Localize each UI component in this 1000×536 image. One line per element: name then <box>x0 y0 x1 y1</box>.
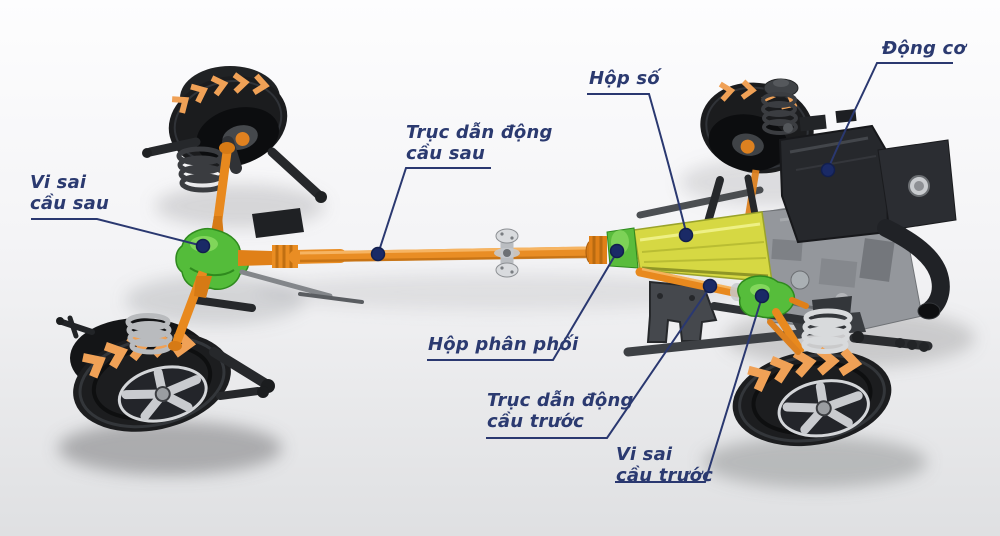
gearbox-part <box>633 211 773 283</box>
driveshaft-coupling <box>589 236 607 264</box>
label-dot-front-differential <box>754 288 770 304</box>
coil-spring-rear-lower <box>125 313 173 355</box>
leader-line-engine <box>828 62 953 168</box>
front-strut-lower <box>767 296 933 355</box>
label-rear-differential: Vi sai cầu sau <box>30 172 109 214</box>
alloy-rim <box>117 365 209 423</box>
leader-lines <box>31 62 953 483</box>
coil-spring-front-upper <box>761 78 799 135</box>
leader-line-front-differential <box>615 296 763 483</box>
front-wheel-lower <box>732 339 892 447</box>
leader-line-front-driveshaft <box>486 286 711 439</box>
label-dot-transfer-case <box>609 243 625 259</box>
rear-driveshaft-part <box>289 240 597 264</box>
label-transfer-case: Hộp phân phối <box>428 334 579 355</box>
label-gearbox: Hộp số <box>589 68 660 89</box>
label-engine: Động cơ <box>882 38 966 59</box>
label-front-differential: Vi sai cầu trước <box>616 444 714 486</box>
label-dot-front-driveshaft <box>702 278 718 294</box>
label-dot-gearbox <box>678 227 694 243</box>
leader-line-rear-driveshaft <box>377 167 491 255</box>
label-dots <box>195 162 836 304</box>
universal-joint <box>494 228 520 278</box>
alloy-rim <box>777 379 871 438</box>
rear-suspension-arms-lower <box>56 296 275 400</box>
leader-line-rear-differential <box>31 218 204 247</box>
rear-output-coupling <box>238 245 298 268</box>
leader-line-gearbox <box>587 93 687 233</box>
leader-line-transfer-case <box>427 251 618 361</box>
intake-hose <box>877 219 950 319</box>
label-dot-rear-differential <box>195 238 211 254</box>
rear-halfshaft-lower <box>168 270 212 351</box>
label-dot-rear-driveshaft <box>370 246 386 262</box>
label-front-driveshaft: Trục dẫn động cầu trước <box>487 390 634 432</box>
front-halfshaft-lower <box>772 308 804 354</box>
rear-stabilizer-links <box>239 269 364 304</box>
rear-subframe-piece <box>252 208 304 238</box>
rear-differential-part <box>175 228 249 290</box>
label-rear-driveshaft: Trục dẫn động cầu sau <box>406 122 553 164</box>
label-dot-engine <box>820 162 836 178</box>
